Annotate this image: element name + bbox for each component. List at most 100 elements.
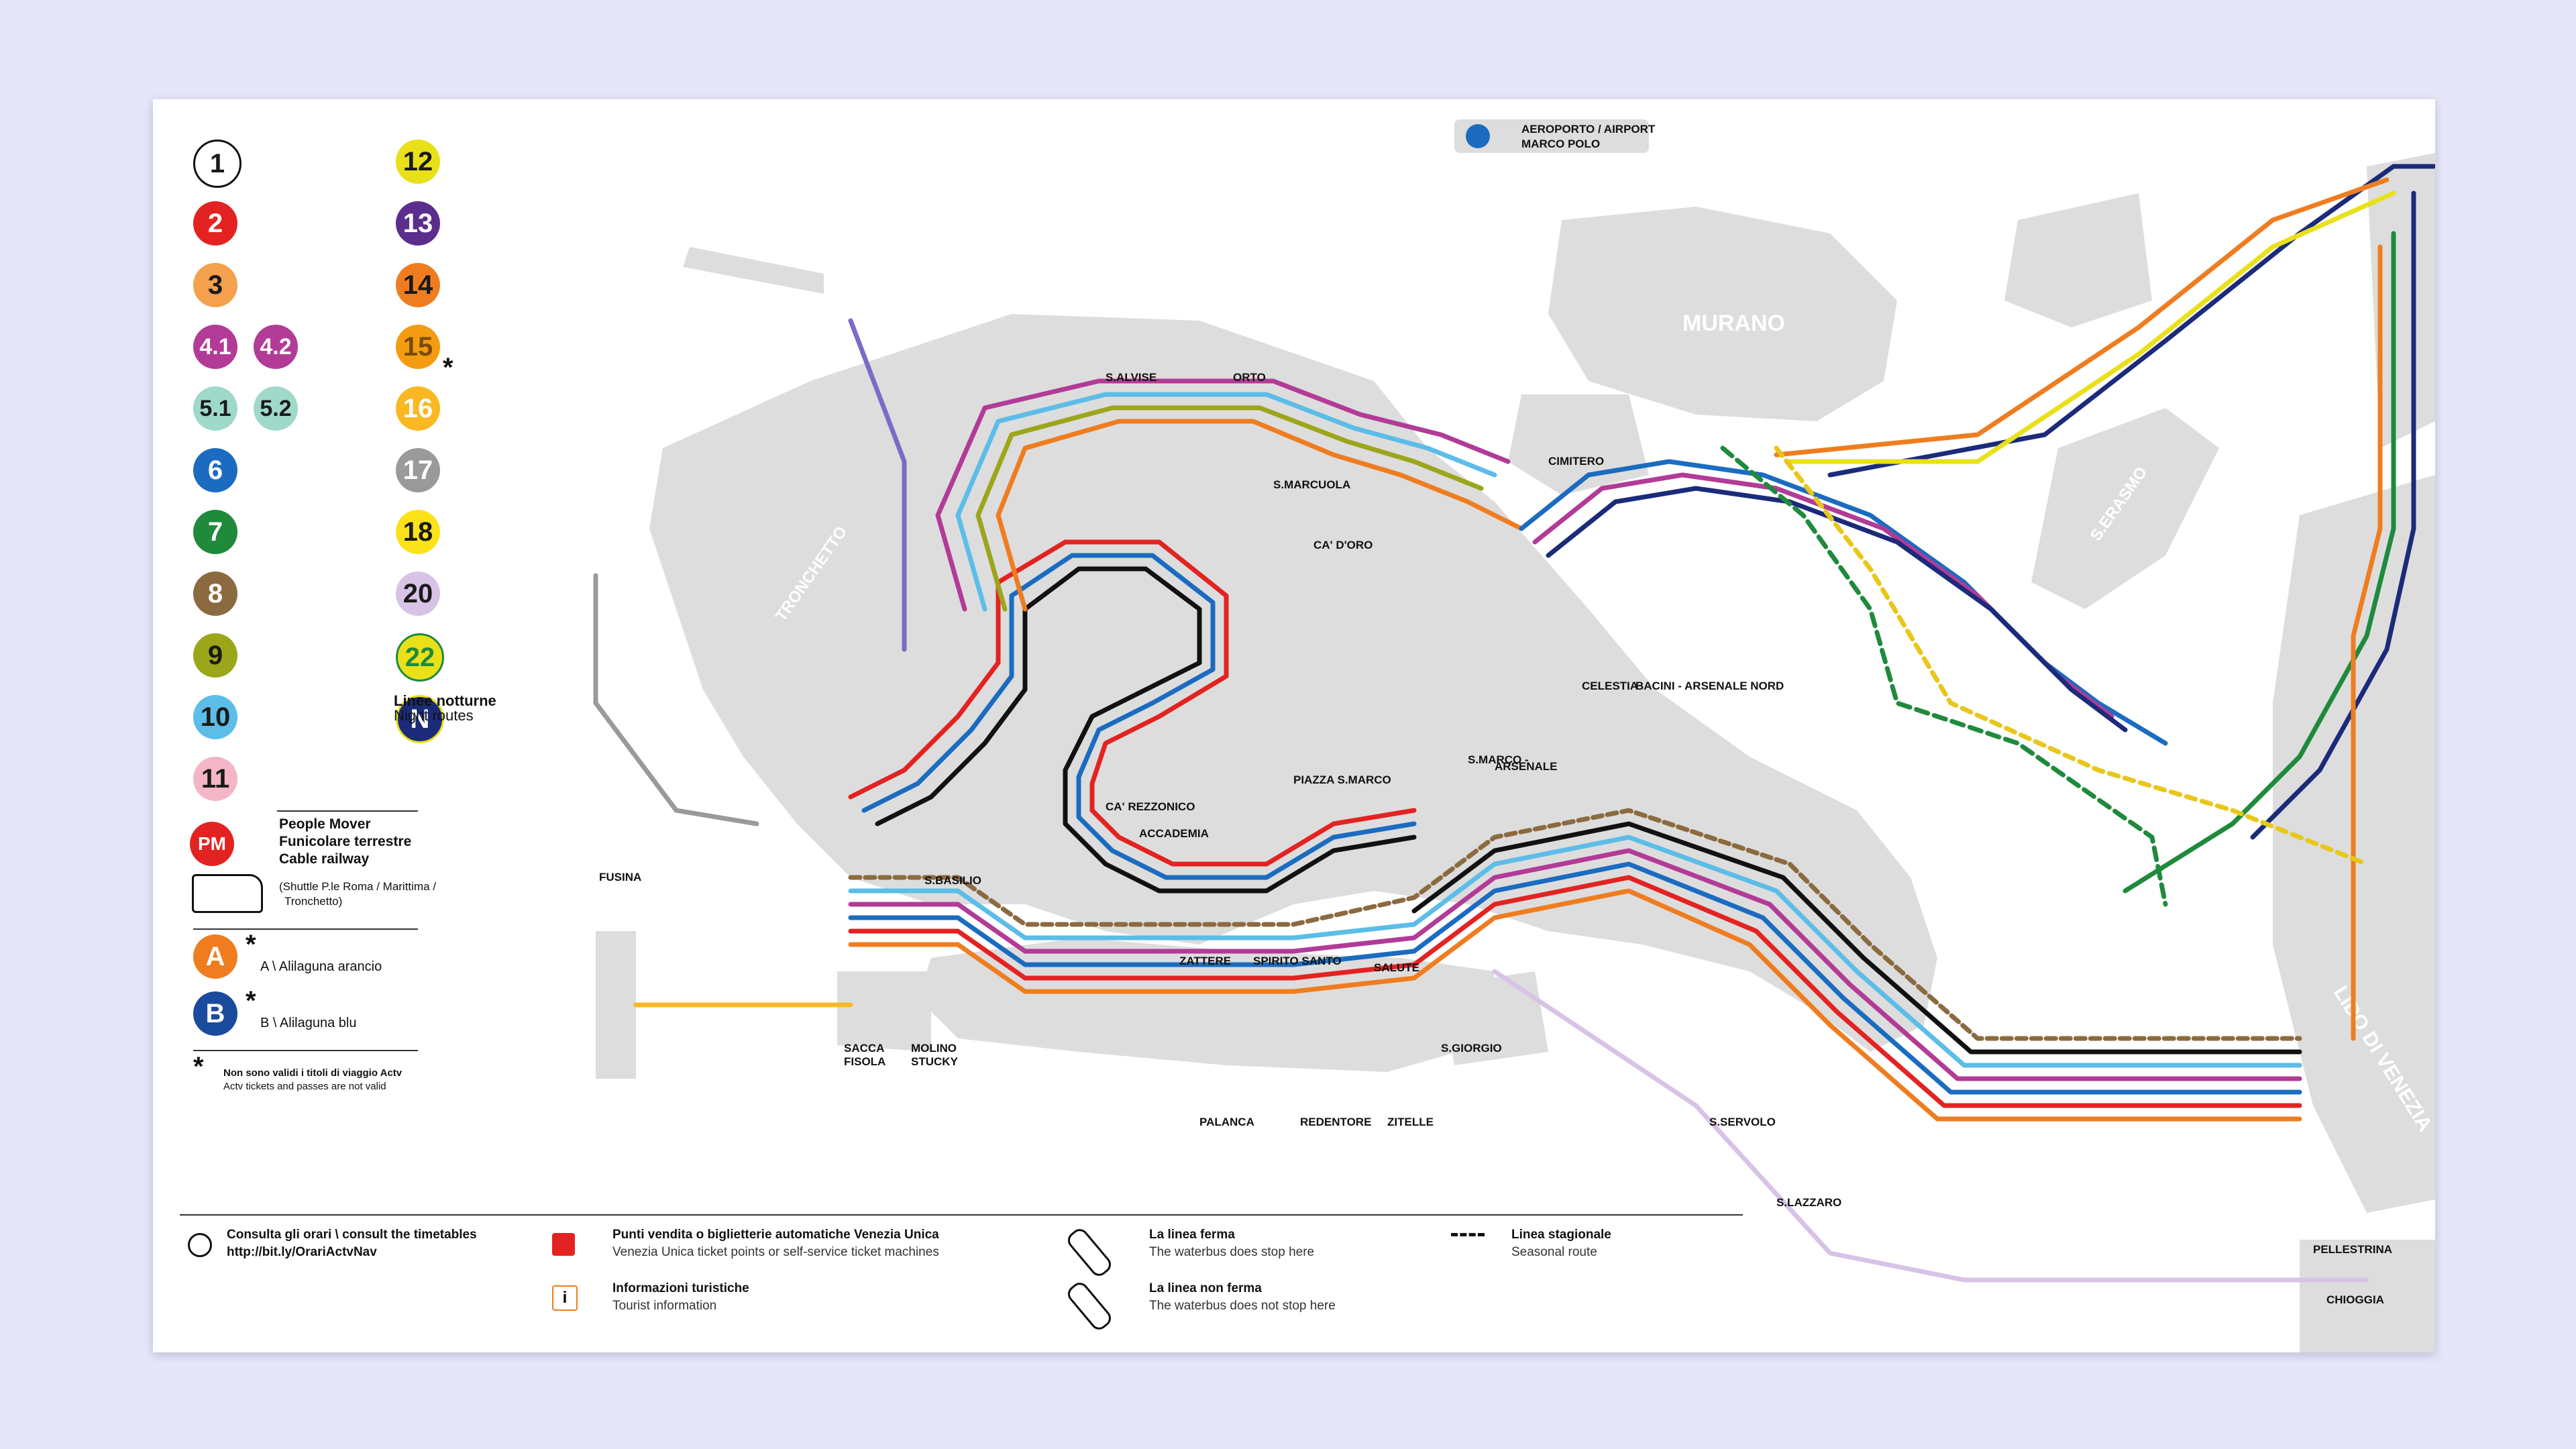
label-orto: ORTO: [1233, 371, 1266, 384]
vaporetto-network-map: MURANO GIUDECCA LIDO DI VENEZIA S.ERASMO…: [593, 119, 2435, 1352]
cable-railway-icon: [192, 874, 263, 913]
footer-divider: [180, 1214, 1743, 1216]
label-fusina: FUSINA: [599, 871, 641, 883]
route-lagoon-yellow: [1787, 191, 2396, 464]
timetable-link[interactable]: http://bit.ly/OrariActvNav: [227, 1245, 377, 1259]
airport-label: AEROPORTO / AIRPORT: [1521, 123, 1656, 136]
asterisk-b: *: [246, 986, 256, 1016]
label-chioggia: CHIOGGIA: [2326, 1293, 2384, 1306]
label-sacca-fisola-2: FISOLA: [844, 1055, 885, 1068]
line-badge-12: 12: [396, 140, 440, 184]
label-zattere: ZATTERE: [1179, 955, 1231, 967]
people-mover-1: People Mover: [279, 816, 371, 832]
seasonal-en: Seasonal route: [1511, 1245, 1597, 1259]
line-badge-10: 10: [193, 695, 237, 739]
night-routes-en: Night routes: [394, 707, 474, 724]
legend-divider: [193, 928, 418, 930]
line-badge-5-2: 5.2: [254, 386, 298, 431]
route-lagoon-orange: [1774, 177, 2390, 458]
stop-en: The waterbus does stop here: [1149, 1245, 1315, 1259]
info-icon: i: [552, 1285, 578, 1311]
label-s-basilio: S.BASILIO: [924, 874, 981, 887]
line-badge-1: 1: [193, 140, 241, 188]
label-redentore: REDENTORE: [1300, 1116, 1371, 1128]
label-arsenale: ARSENALE: [1495, 760, 1558, 773]
asterisk-note: *: [193, 1052, 204, 1081]
night-routes-legend: Linee notturne Night routes: [394, 694, 496, 723]
line-badge-6: 6: [193, 448, 237, 492]
ticket-en: Venezia Unica ticket points or self-serv…: [612, 1245, 939, 1259]
nostop-en: The waterbus does not stop here: [1149, 1299, 1336, 1313]
seasonal-line-icon: [1451, 1233, 1485, 1236]
alilaguna-a-badge: A: [193, 934, 237, 979]
line-badge-N: N: [396, 695, 444, 743]
seasonal-legend: Linea stagionale Seasonal route: [1511, 1226, 1611, 1261]
sant-erasmo: [2031, 408, 2219, 609]
label-zitelle: ZITELLE: [1387, 1116, 1434, 1128]
airplane-icon: [1466, 124, 1490, 148]
line-badge-7: 7: [193, 510, 237, 554]
island-label-giudecca: GIUDECCA: [1152, 1126, 1274, 1151]
route-giudecca-canal-brown: [848, 808, 2302, 1041]
route-northern-orange: [996, 419, 1524, 612]
route-northern-green: [975, 405, 1484, 612]
shuttle-note: (Shuttle P.le Roma / Marittima / Tronche…: [279, 879, 436, 909]
route-giudecca-canal-lightblue: [848, 835, 2302, 1068]
not-valid-note: Non sono validi i titoli di viaggio Actv…: [223, 1067, 402, 1093]
route-murano-blue: [1519, 459, 2168, 746]
route-lido-vertical-orange: [2351, 244, 2383, 1041]
clock-icon: [188, 1233, 212, 1257]
airport-box: AEROPORTO / AIRPORT MARCO POLO: [1454, 119, 1656, 153]
label-salute: SALUTE: [1374, 961, 1419, 974]
label-palanca: PALANCA: [1199, 1116, 1254, 1128]
label-s-servolo: S.SERVOLO: [1709, 1116, 1776, 1128]
shuttle-note-1: (Shuttle P.le Roma / Marittima /: [279, 880, 436, 893]
label-molino-stucky-2: STUCKY: [911, 1055, 959, 1068]
line-badge-2: 2: [193, 201, 237, 246]
route-grand-canal-1: [875, 566, 1417, 894]
route-lido-vertical-navy: [2250, 191, 2416, 840]
route-seasonal-green: [1720, 445, 2168, 907]
tourist-info: Informazioni turistiche Tourist informat…: [612, 1280, 749, 1315]
label-sacca-fisola: SACCA: [844, 1042, 884, 1055]
line-badge-11: 11: [193, 757, 237, 801]
land-areas: [596, 153, 2435, 1352]
lido-south: [2300, 1240, 2435, 1352]
label-s-alvise: S.ALVISE: [1106, 371, 1157, 384]
alilaguna-a-label: A \ Alilaguna arancio: [260, 959, 382, 974]
route-gray-17: [593, 573, 759, 826]
info-it: Informazioni turistiche: [612, 1281, 749, 1295]
people-mover-badge: PM: [190, 822, 234, 866]
line-badge-18: 18: [396, 510, 440, 554]
route-giudecca-canal-red: [848, 875, 2302, 1108]
route-giudecca-canal-blue: [848, 861, 2302, 1095]
line-badge-9: 9: [193, 633, 237, 678]
timetable-text: Consulta gli orari \ consult the timetab…: [227, 1228, 477, 1242]
no-stop-legend: La linea non ferma The waterbus does not…: [1149, 1280, 1336, 1315]
legend-divider: [277, 810, 418, 812]
label-piazza-s-marco: PIAZZA S.MARCO: [1293, 773, 1391, 786]
route-lines: [593, 164, 2435, 1283]
label-celestia: CELESTIA: [1582, 680, 1638, 692]
treporti: [2367, 153, 2435, 448]
island-label-murano: MURANO: [1682, 311, 1785, 336]
label-s-giorgio: S.GIORGIO: [1441, 1042, 1502, 1055]
night-routes-it: Linee notturne: [394, 692, 496, 709]
shuttle-note-2: Tronchetto): [284, 895, 343, 908]
stop-it: La linea ferma: [1149, 1228, 1235, 1242]
label-molino-stucky: MOLINO: [911, 1042, 957, 1055]
line-badge-4-2: 4.2: [254, 325, 298, 369]
label-s-lazzaro: S.LAZZARO: [1776, 1196, 1841, 1209]
line-badge-14: 14: [396, 263, 440, 307]
label-pellestrina: PELLESTRINA: [2313, 1243, 2392, 1256]
s-giorgio-island: [1441, 971, 1548, 1065]
line-badge-22: 22: [396, 633, 444, 682]
burano-island: [2004, 193, 2152, 327]
alilaguna-b-badge: B: [193, 991, 237, 1036]
line-badge-3: 3: [193, 263, 237, 307]
seasonal-it: Linea stagionale: [1511, 1228, 1611, 1242]
route-northern-lightblue: [955, 392, 1497, 612]
asterisk-16: *: [443, 353, 453, 382]
asterisk-a: *: [246, 930, 256, 959]
